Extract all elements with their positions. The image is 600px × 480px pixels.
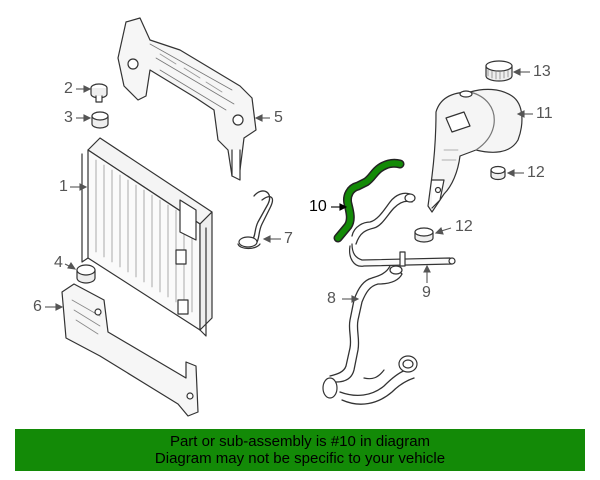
callout-10: 10	[309, 198, 327, 215]
hose-7-part	[237, 190, 274, 250]
callout-9: 9	[422, 284, 431, 301]
callout-11: 11	[536, 105, 553, 122]
banner-line-1: Part or sub-assembly is #10 in diagram	[169, 433, 431, 450]
lower-bracket-part	[61, 283, 199, 417]
grommet-part	[91, 111, 109, 129]
parts-diagram	[45, 17, 533, 417]
callout-12-upper: 12	[527, 164, 545, 181]
callout-13: 13	[533, 63, 551, 80]
callout-3: 3	[64, 109, 73, 126]
mount-part	[76, 264, 96, 284]
reservoir-part	[427, 88, 523, 213]
callout-7: 7	[284, 230, 293, 247]
leader-lines	[45, 68, 533, 311]
hose-10-highlighted-part	[333, 158, 405, 243]
info-banner: Part or sub-assembly is #10 in diagram D…	[15, 429, 585, 471]
callout-5: 5	[274, 109, 283, 126]
cap-part	[485, 60, 513, 82]
callout-2: 2	[64, 80, 73, 97]
callout-8: 8	[327, 290, 336, 307]
hose-8-part	[322, 265, 418, 405]
bolt-part	[90, 83, 108, 103]
upper-support-bracket-part	[117, 17, 257, 181]
callout-12-lower: 12	[455, 218, 473, 235]
radiator-part	[81, 137, 213, 337]
callout-6: 6	[33, 298, 42, 315]
callout-4: 4	[54, 254, 63, 271]
callout-1: 1	[59, 178, 68, 195]
banner-line-2: Diagram may not be specific to your vehi…	[154, 450, 446, 467]
pipe-9-part	[349, 192, 456, 267]
grommet-12-upper-part	[490, 165, 506, 181]
grommet-12-lower-part	[414, 227, 434, 243]
